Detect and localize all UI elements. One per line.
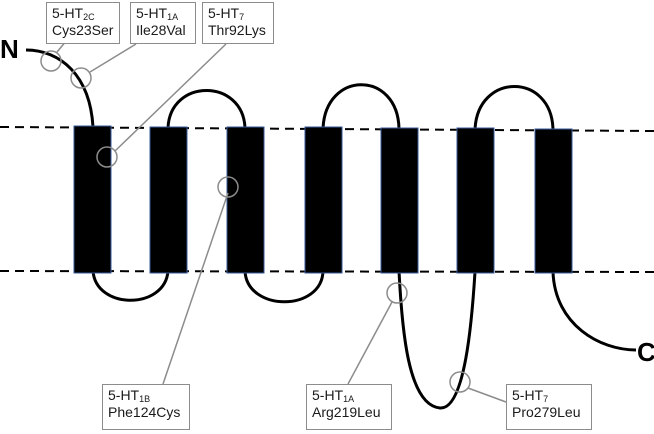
receptor-name: 5-HT1A (312, 387, 355, 404)
n-terminal-tail (25, 48, 95, 128)
mutation-change: Ile28Val (136, 22, 186, 38)
mutation-label-arg219leu: 5-HT1A Arg219Leu (306, 384, 392, 430)
mutation-label-phe124cys: 5-HT1B Phe124Cys (102, 384, 190, 430)
leader-line-ile28val (89, 43, 137, 73)
mutation-change: Pro279Leu (512, 404, 581, 420)
helix-tm7 (534, 128, 573, 274)
site-marker-ile28val (70, 67, 92, 89)
extracellular-loop-1 (166, 89, 247, 129)
receptor-name: 5-HT2C (52, 5, 95, 22)
intracellular-loop-1 (91, 270, 170, 302)
c-terminal-tail (551, 271, 637, 352)
n-terminus-label: N (0, 34, 19, 64)
receptor-name: 5-HT7 (208, 5, 245, 22)
site-marker-phe124cys (217, 176, 239, 198)
site-marker-cys23ser (40, 50, 62, 72)
mutation-change: Cys23Ser (52, 22, 114, 38)
mutation-change: Phe124Cys (108, 404, 181, 420)
site-marker-pro279leu (449, 371, 471, 393)
site-marker-thr92lys (96, 146, 118, 168)
mutation-label-ile28val: 5-HT1A Ile28Val (130, 2, 196, 44)
extracellular-loop-2 (321, 83, 401, 130)
receptor-name: 5-HT7 (512, 387, 549, 404)
mutation-label-cys23ser: 5-HT2C Cys23Ser (46, 2, 120, 44)
leader-line-thr92lys (114, 43, 227, 152)
intracellular-loop-2 (243, 270, 325, 304)
helix-tm1 (73, 125, 112, 274)
extracellular-loop-3 (473, 85, 555, 131)
mutation-change: Thr92Lys (208, 22, 266, 38)
intracellular-loop-3 (397, 270, 477, 410)
mutation-change: Arg219Leu (312, 404, 381, 420)
mutation-label-pro279leu: 5-HT7 Pro279Leu (506, 384, 592, 430)
helix-tm4 (304, 126, 343, 274)
helix-tm6 (456, 127, 495, 274)
leader-line-phe124cys (162, 192, 229, 385)
helix-tm3 (226, 126, 265, 274)
helix-tm5 (380, 127, 419, 274)
helix-tm2 (149, 126, 188, 274)
site-marker-arg219leu (386, 282, 408, 304)
receptor-name: 5-HT1B (108, 387, 151, 404)
receptor-name: 5-HT1A (136, 5, 179, 22)
mutation-label-thr92lys: 5-HT7 Thr92Lys (202, 2, 274, 44)
leader-line-arg219leu (347, 301, 393, 385)
c-terminus-label: C (637, 337, 654, 367)
leader-line-pro279leu (467, 387, 507, 403)
